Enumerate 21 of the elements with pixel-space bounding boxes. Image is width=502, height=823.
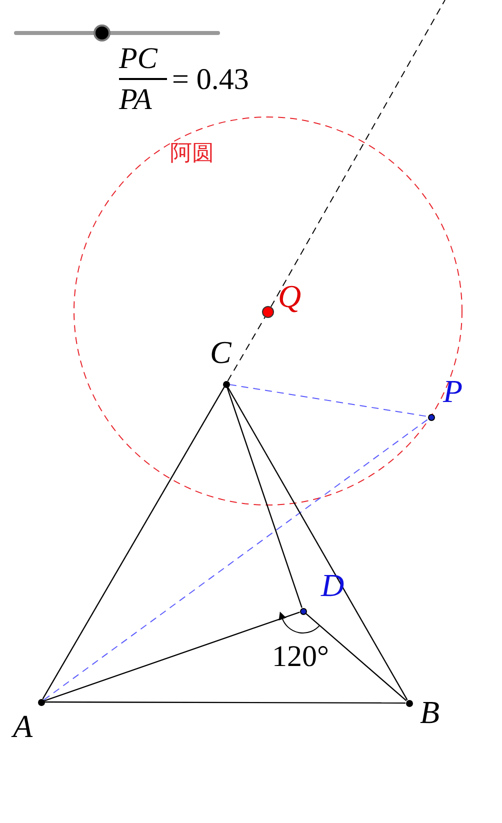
point-label: C xyxy=(210,336,232,368)
point-label: P xyxy=(443,375,463,407)
fraction-denominator: PA xyxy=(119,84,152,116)
segment xyxy=(305,612,407,702)
point-label: Q xyxy=(278,280,302,312)
dashed-line xyxy=(228,384,428,417)
dashed-line xyxy=(270,0,446,308)
point-label: B xyxy=(420,696,440,728)
fraction-numerator: PC xyxy=(119,43,158,75)
segment xyxy=(44,701,406,704)
angle-label: 120° xyxy=(272,641,329,673)
dashed-line xyxy=(43,418,429,700)
segment xyxy=(44,612,300,702)
point-label: A xyxy=(13,710,33,742)
segment xyxy=(226,387,302,608)
segment xyxy=(227,386,408,700)
point-label: D xyxy=(321,569,344,601)
dashed-line xyxy=(227,316,266,382)
ratio-value: = 0.43 xyxy=(172,64,249,96)
circle-label: 阿圆 xyxy=(170,142,214,166)
segment xyxy=(42,386,225,700)
